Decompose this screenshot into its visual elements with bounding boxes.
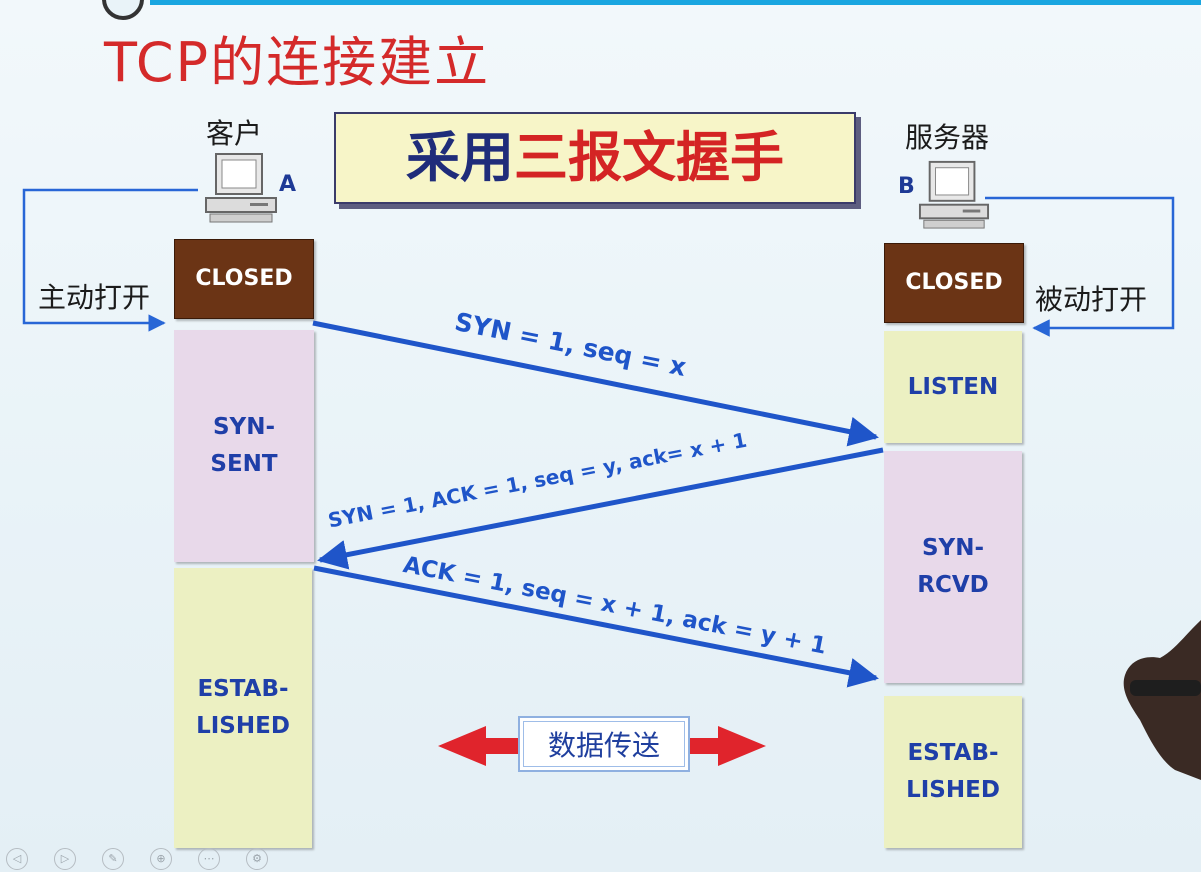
banner-part-1: 采用 [406, 126, 514, 189]
top-accent-line [150, 0, 1201, 5]
more-icon[interactable]: ⋯ [198, 848, 220, 870]
client-state-closed: CLOSED [174, 239, 314, 319]
settings-icon[interactable]: ⚙ [246, 848, 268, 870]
next-icon[interactable]: ▷ [54, 848, 76, 870]
client-open-label: 主动打开 [38, 281, 151, 314]
slide-title: TCP的连接建立 [104, 31, 491, 94]
server-state-established: ESTAB-LISHED [884, 696, 1022, 848]
server-open-label: 被动打开 [1035, 283, 1148, 316]
server-state-syn-rcvd: SYN-RCVD [884, 451, 1022, 683]
syn-ack-arrow [317, 447, 884, 570]
data-arrow-right [690, 726, 766, 766]
client-state-syn-sent: SYN-SENT [174, 330, 314, 562]
pen-icon[interactable]: ✎ [102, 848, 124, 870]
server-letter: B [898, 174, 915, 199]
client-computer-icon [205, 153, 277, 223]
server-open-loop-arrow [985, 196, 1175, 337]
data-arrow-left [438, 726, 518, 766]
presenter-hand [1123, 620, 1201, 780]
handshake-banner: 采用三报文握手 [334, 112, 856, 204]
ack-arrow [313, 565, 879, 688]
client-state-established: ESTAB-LISHED [174, 568, 312, 848]
data-transfer-label: 数据传送 [518, 716, 690, 772]
client-letter: A [279, 172, 297, 197]
client-open-loop-arrow [22, 188, 198, 332]
server-computer-icon [918, 160, 990, 229]
banner-part-2: 三报文握手 [514, 126, 784, 189]
server-label: 服务器 [905, 121, 990, 154]
syn-arrow [312, 320, 879, 447]
server-state-listen: LISTEN [884, 331, 1022, 443]
prev-icon[interactable]: ◁ [6, 848, 28, 870]
client-label: 客户 [206, 117, 263, 150]
server-state-closed: CLOSED [884, 243, 1024, 323]
zoom-icon[interactable]: ⊕ [150, 848, 172, 870]
